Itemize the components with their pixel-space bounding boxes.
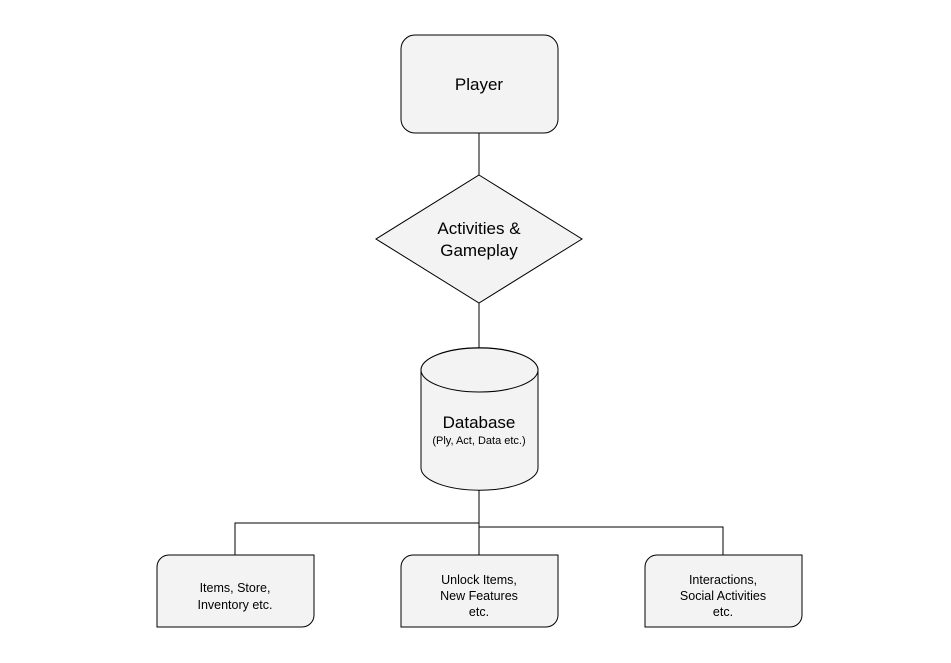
unlock-node: Unlock Items, New Features etc. (400, 554, 559, 628)
unlock-label-line1: Unlock Items, (441, 573, 517, 587)
database-subtitle: (Ply, Act, Data etc.) (432, 435, 525, 447)
items-node: Items, Store, Inventory etc. (156, 554, 315, 628)
interactions-node: Interactions, Social Activities etc. (644, 554, 803, 628)
activities-node: Activities & Gameplay (375, 174, 583, 304)
database-title: Database (443, 413, 516, 432)
items-label-line2: Inventory etc. (197, 598, 272, 612)
player-node: Player (400, 34, 559, 134)
activities-label-line2: Gameplay (440, 241, 518, 260)
database-node: Database (Ply, Act, Data etc.) (420, 347, 539, 491)
items-box (156, 554, 315, 628)
connector-to-interactions (479, 526, 724, 555)
interactions-label-line1: Interactions, (689, 573, 757, 587)
unlock-box (400, 554, 559, 628)
interactions-label-line3: etc. (713, 605, 733, 619)
activities-diamond (375, 174, 583, 304)
player-label: Player (455, 75, 504, 94)
player-box (400, 34, 559, 134)
interactions-label-line2: Social Activities (680, 589, 766, 603)
unlock-label-line3: etc. (469, 605, 489, 619)
unlock-label-line2: New Features (440, 589, 518, 603)
activities-label-line1: Activities & (437, 219, 521, 238)
connector-to-items (234, 522, 479, 555)
interactions-box (644, 554, 803, 628)
database-cylinder-top (420, 347, 539, 393)
items-label-line1: Items, Store, (200, 581, 271, 595)
